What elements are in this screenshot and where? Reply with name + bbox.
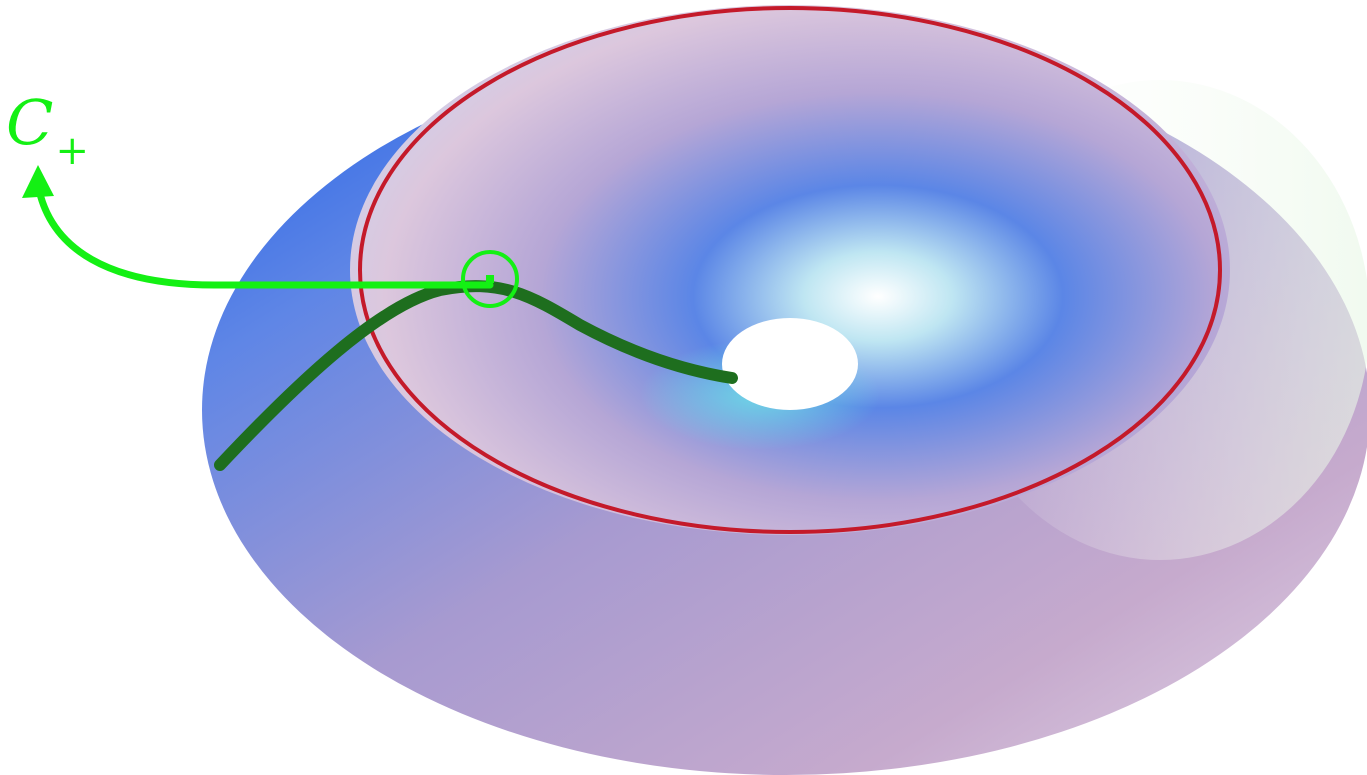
torus-inner-surface xyxy=(350,5,1230,535)
marker-center-dot xyxy=(486,275,494,283)
dark-green-surface-curve xyxy=(214,280,738,471)
curve-label: C+ xyxy=(6,92,89,172)
torus-hole xyxy=(722,318,858,410)
pointer-curve xyxy=(34,181,494,289)
curve-label-main: C xyxy=(6,86,54,159)
circle-marker-icon xyxy=(461,250,519,308)
red-ring-curve xyxy=(358,6,1222,534)
curve-label-subscript: + xyxy=(55,128,89,174)
arrow-head-icon xyxy=(22,165,54,198)
